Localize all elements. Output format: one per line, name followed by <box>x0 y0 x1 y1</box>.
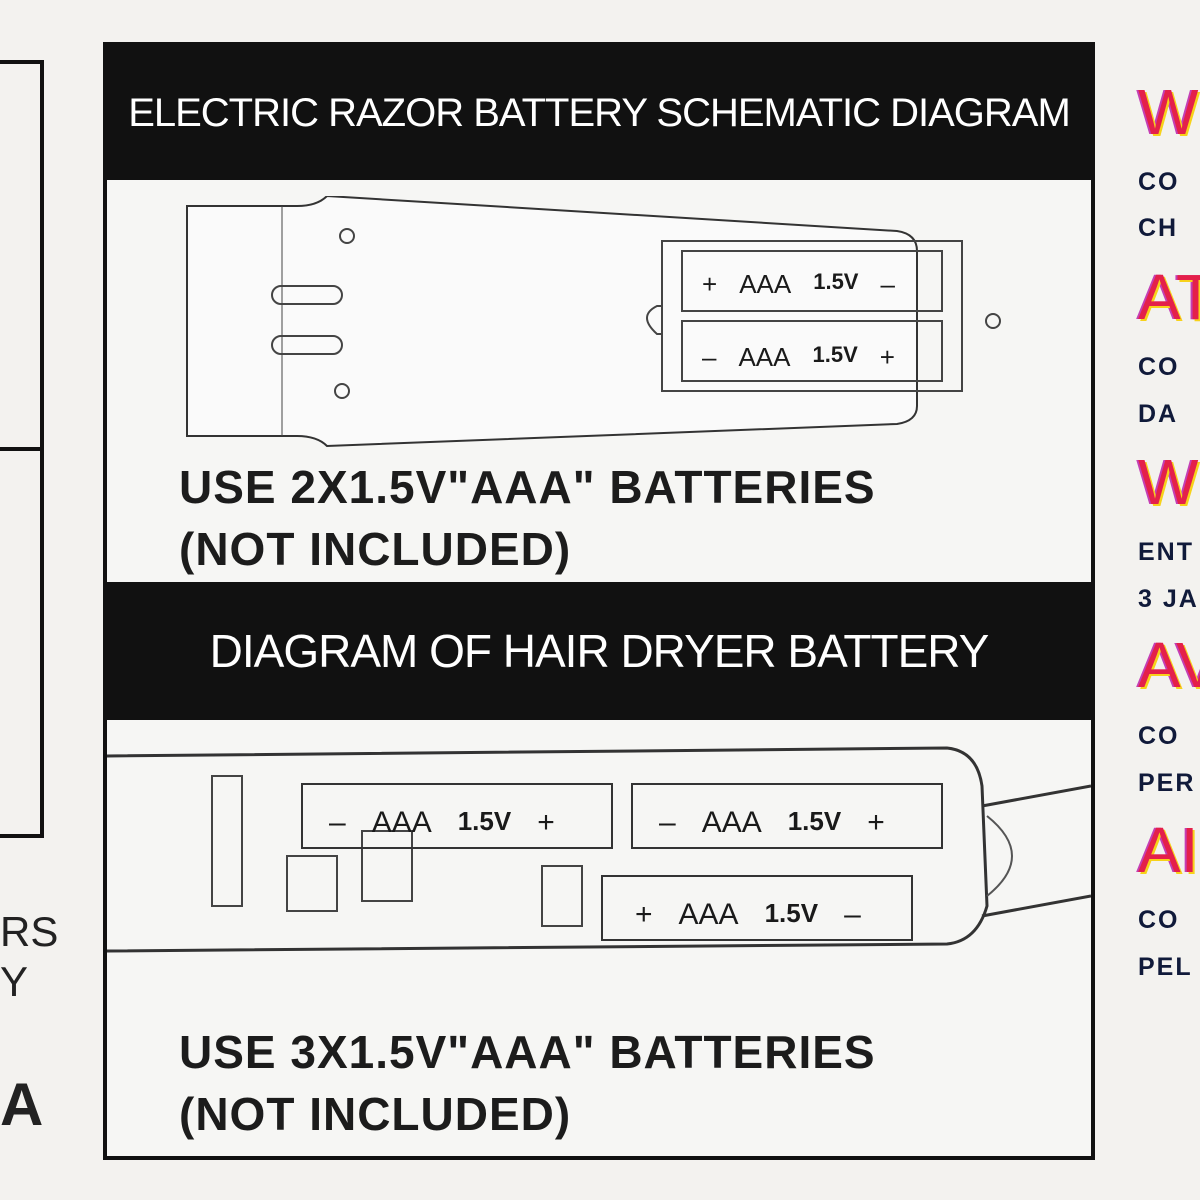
battery-polarity: – <box>880 269 895 299</box>
battery-voltage: 1.5V <box>764 898 819 928</box>
left-text-3: A <box>0 1071 44 1138</box>
dryer-caption-line2: (NOT INCLUDED) <box>179 1088 572 1140</box>
warning-text-4a: CO <box>1138 722 1180 750</box>
warning-text-3a: ENT <box>1138 538 1194 566</box>
left-text-1: RS <box>0 908 59 955</box>
razor-caption-line1: USE 2X1.5V"AAA" BATTERIES <box>179 461 876 513</box>
warning-text-4b: PER <box>1138 769 1196 797</box>
dryer-title: DIAGRAM OF HAIR DRYER BATTERY <box>107 582 1091 720</box>
warning-text-2b: DA <box>1138 400 1179 428</box>
battery-polarity: + <box>635 898 653 931</box>
dryer-battery-2-label: – AAA 1.5V + <box>659 806 885 840</box>
warning-heading-2: AT <box>1138 261 1200 333</box>
battery-polarity: – <box>702 342 717 372</box>
battery-polarity: – <box>844 898 861 931</box>
dryer-battery-1 <box>301 783 613 849</box>
warning-heading-1: W <box>1138 76 1199 148</box>
dryer-battery-1-label: – AAA 1.5V + <box>329 806 555 840</box>
warning-heading-5: AI <box>1138 814 1199 886</box>
warning-text-2a: CO <box>1138 353 1180 381</box>
battery-voltage: 1.5V <box>813 269 859 294</box>
warning-text-5a: CO <box>1138 906 1180 934</box>
battery-polarity: + <box>702 269 718 299</box>
battery-type: AAA <box>701 806 762 839</box>
battery-polarity: + <box>867 806 885 839</box>
hair-dryer-diagram <box>107 746 1091 953</box>
razor-title: ELECTRIC RAZOR BATTERY SCHEMATIC DIAGRAM <box>107 46 1091 180</box>
battery-voltage: 1.5V <box>812 342 858 367</box>
battery-polarity: + <box>879 342 895 372</box>
battery-polarity: + <box>537 806 555 839</box>
left-panel-divider <box>0 447 44 451</box>
warning-text-1a: CO <box>1138 168 1180 196</box>
warning-heading-3: W <box>1138 446 1199 518</box>
razor-battery-1 <box>681 250 943 312</box>
battery-polarity: – <box>659 806 676 839</box>
warning-text-5b: PEL <box>1138 953 1193 981</box>
battery-type: AAA <box>739 269 792 299</box>
razor-battery-1-label: + AAA 1.5V – <box>702 269 895 300</box>
warning-heading-4: AV <box>1138 629 1200 701</box>
dryer-battery-3 <box>601 875 913 941</box>
battery-voltage: 1.5V <box>457 806 512 836</box>
battery-polarity: – <box>329 806 346 839</box>
razor-diagram <box>186 196 1001 448</box>
battery-type: AAA <box>738 342 791 372</box>
razor-battery-2-label: – AAA 1.5V + <box>702 342 895 373</box>
dryer-battery-3-label: + AAA 1.5V – <box>635 898 861 932</box>
battery-voltage: 1.5V <box>787 806 842 836</box>
left-text-2: Y <box>0 958 29 1005</box>
dryer-caption-line1: USE 3X1.5V"AAA" BATTERIES <box>179 1026 876 1078</box>
razor-battery-2 <box>681 320 943 382</box>
battery-diagram-panel: ELECTRIC RAZOR BATTERY SCHEMATIC DIAGRAM… <box>103 42 1095 1160</box>
battery-type: AAA <box>371 806 432 839</box>
battery-type: AAA <box>678 898 739 931</box>
razor-caption-line2: (NOT INCLUDED) <box>179 523 572 575</box>
dryer-battery-2 <box>631 783 943 849</box>
warning-text-1b: CH <box>1138 214 1179 242</box>
warning-text-3b: 3 JA <box>1138 585 1199 613</box>
